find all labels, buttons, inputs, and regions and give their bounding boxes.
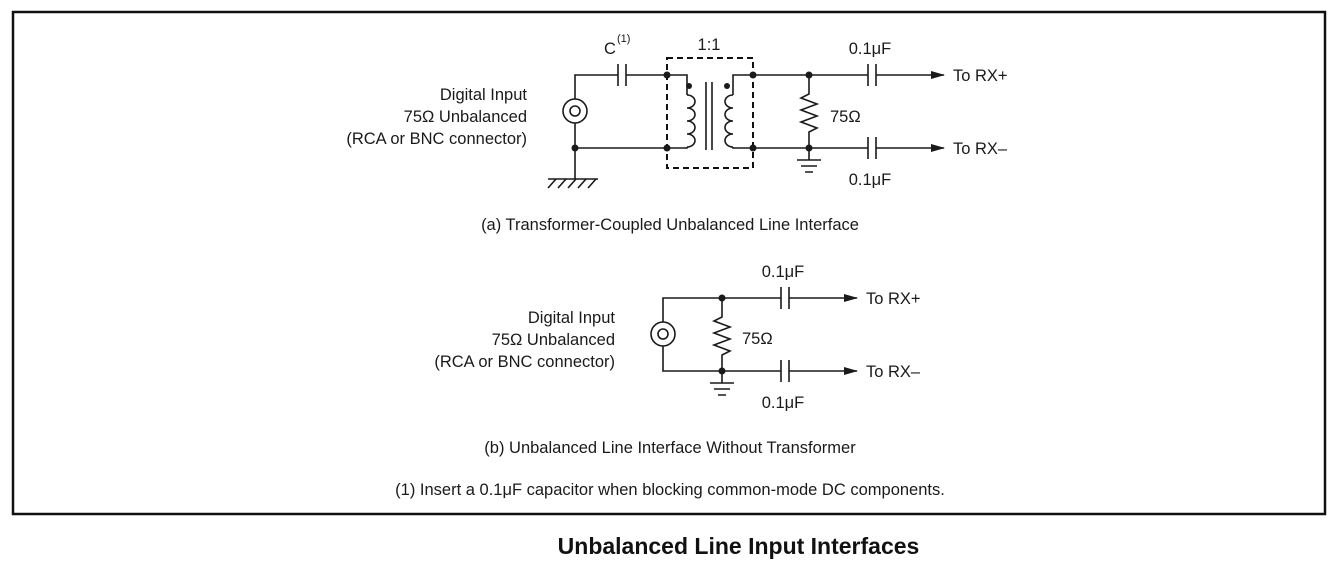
circuit-a: Digital Input 75Ω Unbalanced (RCA or BNC…: [346, 33, 1008, 234]
circuit-a-input-label-2: 75Ω Unbalanced: [404, 108, 527, 126]
transformer-box: [666, 57, 754, 169]
circuit-b-input-label-1: Digital Input: [528, 309, 616, 327]
resistor-75-icon: [711, 298, 733, 371]
coupling-cap-note: (1): [617, 33, 630, 45]
output-capacitor-minus-icon: [780, 360, 790, 382]
signal-ground-icon: [797, 148, 821, 173]
circuit-b: Digital Input 75Ω Unbalanced (RCA or BNC…: [434, 263, 921, 457]
chassis-ground-icon: [547, 178, 598, 189]
figure-border: [11, 10, 1327, 516]
circuit-b-out-plus-label: To RX+: [866, 290, 921, 308]
signal-ground-icon: [710, 371, 734, 396]
circuit-a-out-minus-label: To RX–: [953, 140, 1008, 158]
output-capacitor-plus-icon: [867, 64, 877, 86]
resistor-75-icon: [798, 75, 820, 148]
circuit-b-input-label-2: 75Ω Unbalanced: [492, 331, 615, 349]
rca-connector-icon: [650, 321, 676, 347]
footnote: (1) Insert a 0.1μF capacitor when blocki…: [395, 481, 945, 499]
circuit-a-resistor-label: 75Ω: [830, 108, 861, 126]
rca-connector-icon: [562, 98, 588, 124]
circuit-a-cap-top-label: 0.1μF: [849, 40, 892, 58]
output-capacitor-plus-icon: [780, 287, 790, 309]
coupling-capacitor-icon: [617, 64, 627, 86]
circuit-a-input-label-1: Digital Input: [440, 86, 528, 104]
circuit-b-resistor-label: 75Ω: [742, 330, 773, 348]
schematic-figure: Digital Input 75Ω Unbalanced (RCA or BNC…: [11, 10, 1327, 516]
coupling-cap-label: C: [604, 40, 616, 58]
circuit-b-out-minus-label: To RX–: [866, 363, 921, 381]
circuit-b-caption: (b) Unbalanced Line Interface Without Tr…: [484, 439, 856, 457]
output-capacitor-minus-icon: [867, 137, 877, 159]
circuit-a-input-label-3: (RCA or BNC connector): [346, 130, 527, 148]
circuit-b-cap-bottom-label: 0.1μF: [762, 394, 805, 412]
circuit-a-cap-bottom-label: 0.1μF: [849, 171, 892, 189]
transformer-icon: [667, 74, 753, 150]
circuit-a-out-plus-label: To RX+: [953, 67, 1008, 85]
transformer-ratio: 1:1: [698, 36, 721, 54]
circuit-b-input-label-3: (RCA or BNC connector): [434, 353, 615, 371]
circuit-b-cap-top-label: 0.1μF: [762, 263, 805, 281]
circuit-a-caption: (a) Transformer-Coupled Unbalanced Line …: [481, 216, 859, 234]
page-title: Unbalanced Line Input Interfaces: [557, 533, 920, 559]
